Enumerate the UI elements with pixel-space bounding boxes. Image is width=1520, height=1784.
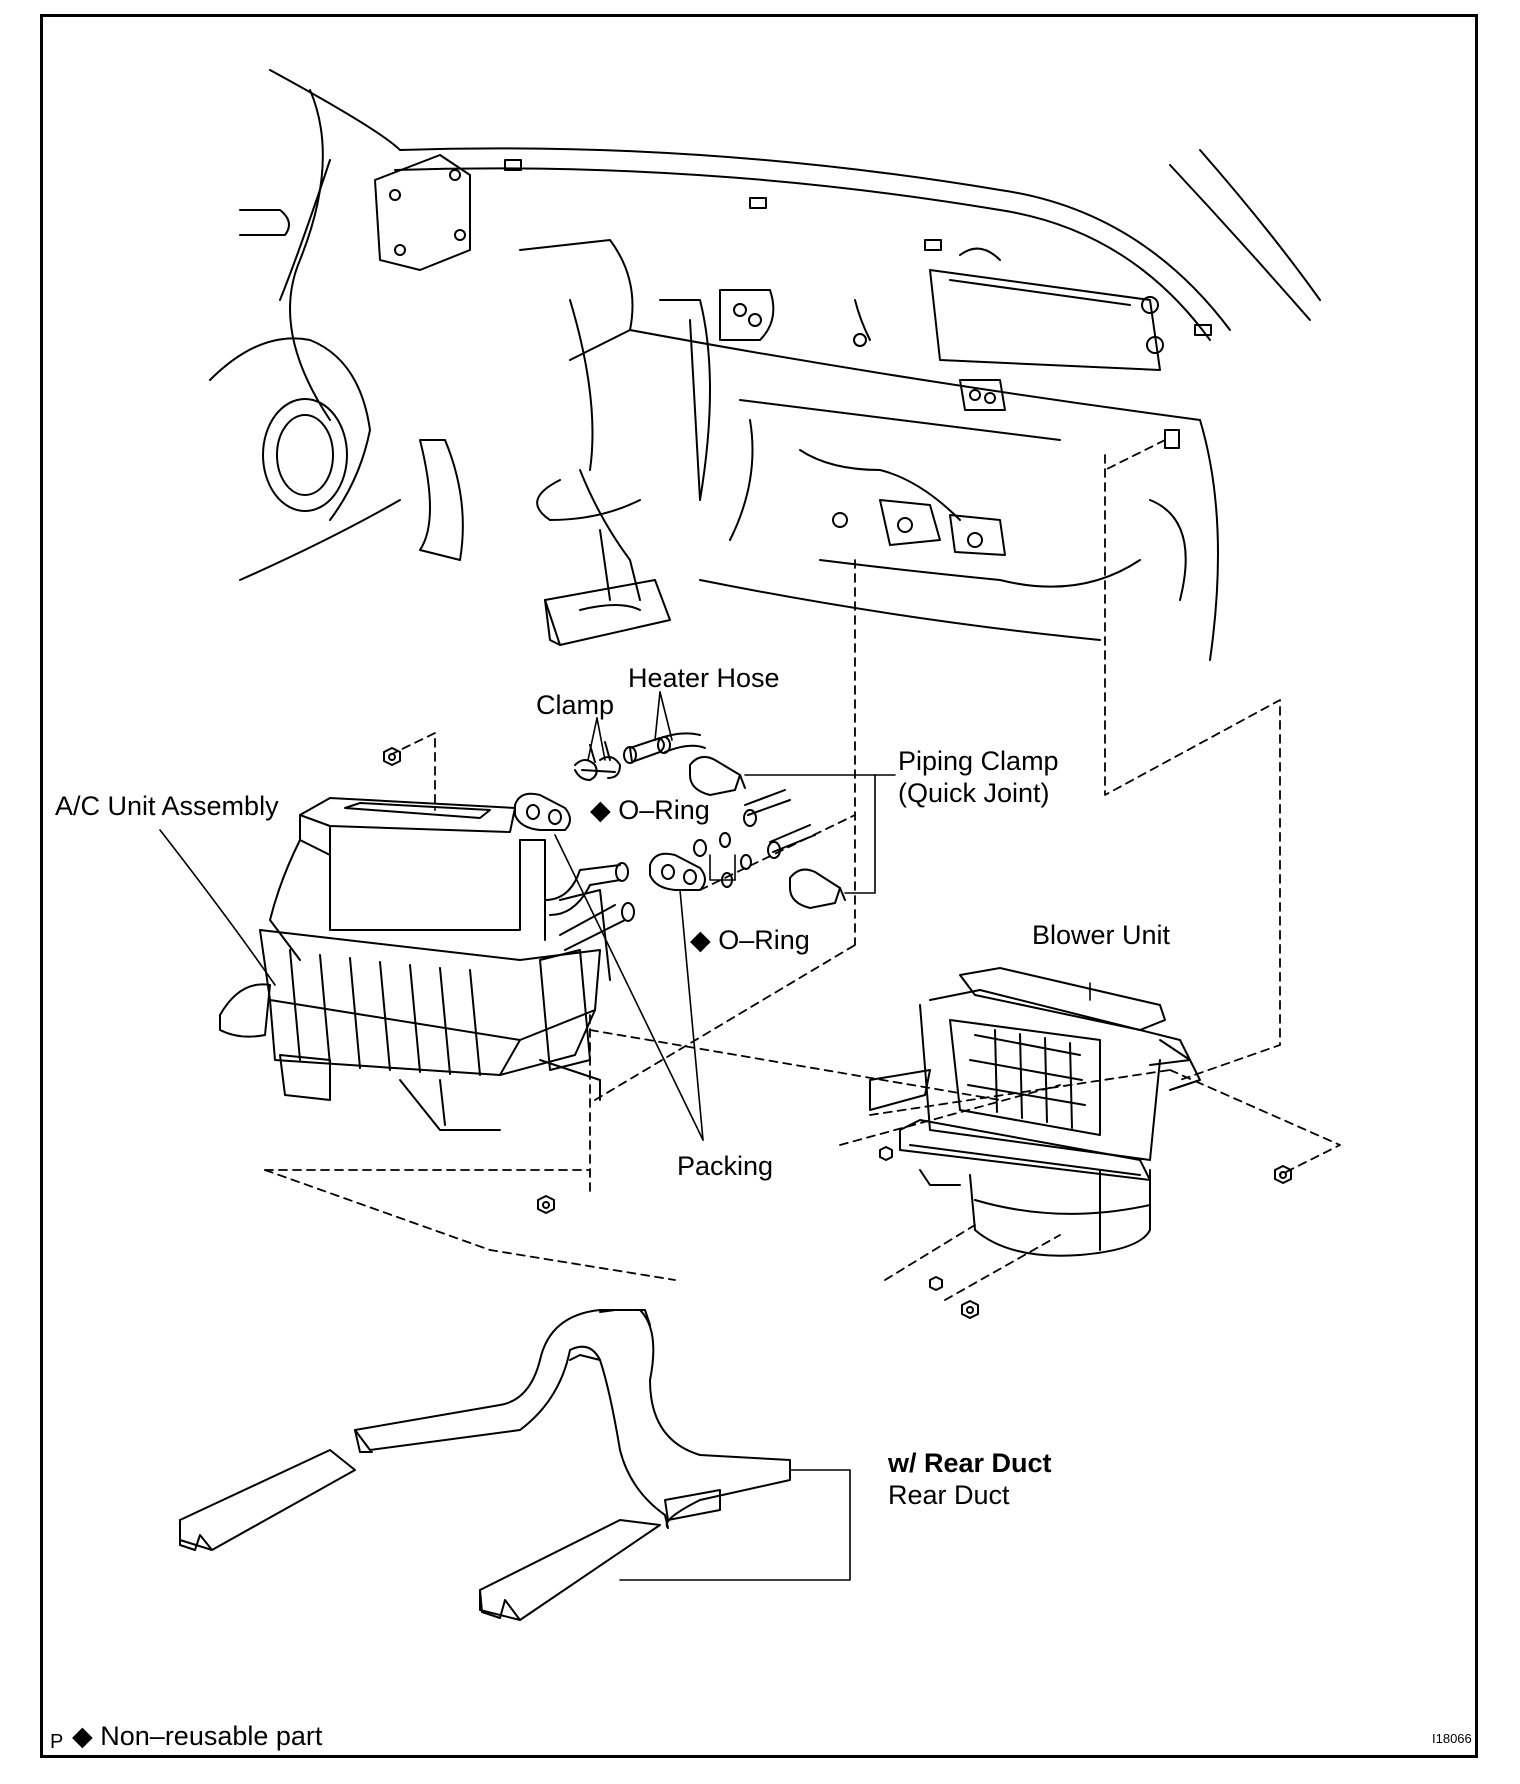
figure-code: I18066 bbox=[1432, 1731, 1472, 1746]
label-o-ring-upper: ◆ O–Ring bbox=[590, 795, 710, 825]
piping-clamp-parts bbox=[689, 755, 846, 909]
ac-unit-assembly bbox=[219, 797, 635, 1131]
label-packing: Packing bbox=[677, 1151, 774, 1181]
dashboard-panel bbox=[209, 69, 1321, 661]
label-piping-clamp-line2: (Quick Joint) bbox=[898, 778, 1050, 808]
blower-unit bbox=[869, 967, 1201, 1257]
nut-fasteners bbox=[383, 747, 1292, 1319]
legend-non-reusable: ◆ Non–reusable part bbox=[72, 1721, 323, 1751]
heater-hose-parts bbox=[623, 732, 706, 764]
diagram-frame bbox=[40, 14, 1478, 1758]
label-ac-unit-assembly: A/C Unit Assembly bbox=[55, 791, 279, 821]
rear-duct bbox=[179, 1309, 791, 1621]
label-rear-duct-heading: w/ Rear Duct bbox=[888, 1448, 1052, 1478]
label-rear-duct: Rear Duct bbox=[888, 1480, 1010, 1510]
label-blower-unit: Blower Unit bbox=[1032, 920, 1171, 950]
label-piping-clamp-line1: Piping Clamp bbox=[898, 746, 1059, 776]
packing-parts bbox=[514, 792, 706, 891]
clamp-parts bbox=[574, 741, 621, 781]
o-ring-parts bbox=[693, 832, 752, 888]
label-heater-hose: Heater Hose bbox=[628, 663, 780, 693]
leader-lines bbox=[159, 691, 1091, 1581]
label-o-ring-lower: ◆ O–Ring bbox=[690, 925, 810, 955]
label-clamp: Clamp bbox=[536, 690, 615, 720]
corner-mark: P bbox=[50, 1731, 64, 1753]
